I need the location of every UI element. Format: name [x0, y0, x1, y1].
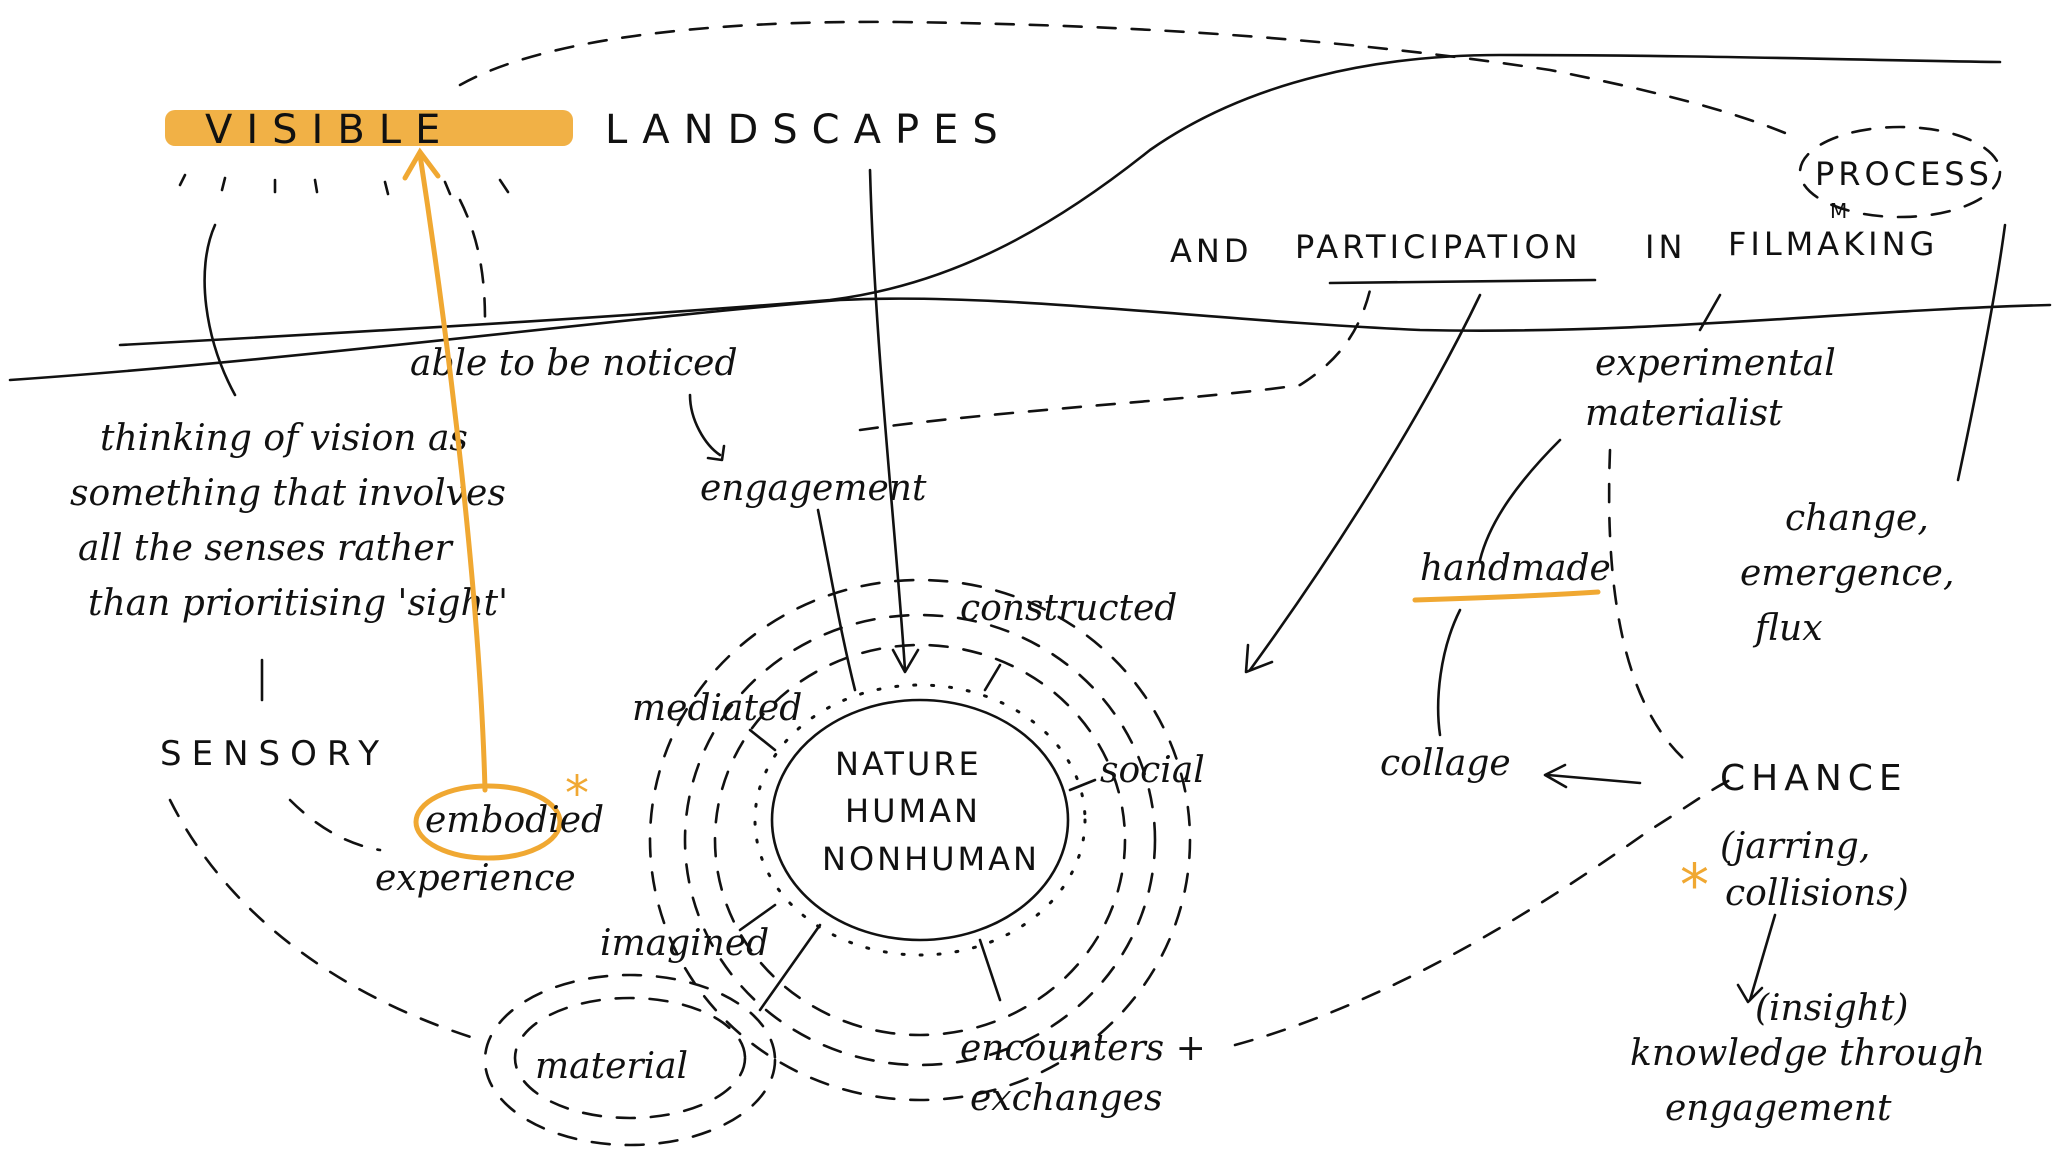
embodied-circle: [413, 783, 563, 861]
experimental-label: experimental: [1595, 343, 1836, 384]
title-landscapes: LANDSCAPES: [605, 107, 1012, 153]
mediated-label: mediated: [632, 688, 802, 729]
embodied-asterisk: *: [565, 766, 589, 822]
landscapes-arrowhead: [891, 648, 920, 674]
handmade-label: handmade: [1420, 548, 1611, 589]
materialist-to-handmade-line: [1478, 438, 1562, 562]
title-visible: VISIBLE: [205, 107, 454, 153]
participation-arrow: [1248, 293, 1482, 672]
horizon-line-upper: [118, 53, 2002, 347]
sensory-dashed-right: [288, 798, 382, 852]
engagement2-label: engagement: [1665, 1088, 1892, 1129]
vision-line-2: something that involves: [70, 473, 506, 514]
encounters-line: [978, 938, 1002, 1002]
collage-label: collage: [1380, 743, 1511, 784]
engagement-to-core-line: [816, 508, 857, 692]
change-line-2: emergence,: [1740, 553, 1954, 594]
embodied-arrowhead: [402, 147, 441, 181]
imagined-label: imagined: [600, 923, 769, 964]
participation-arrowhead: [1244, 643, 1274, 674]
chance-to-knowledge-arrow: [1748, 913, 1777, 1002]
title-participation: PARTICIPATION: [1295, 228, 1582, 266]
noticed-arrowhead: [706, 444, 726, 462]
title-filmmaking: FILMAKING: [1728, 225, 1938, 263]
dashed-arc-top: [458, 20, 1792, 137]
mediated-line: [748, 728, 777, 752]
process-bubble: [1798, 125, 2002, 219]
materialist-to-chance-dashed: [1607, 448, 1687, 762]
embodied-arrow-shaft: [417, 152, 488, 793]
noticed-dashed-connector: [458, 198, 487, 322]
vision-connector: [203, 223, 237, 397]
knowledge-label: knowledge through: [1630, 1033, 1985, 1074]
participation-underline: [1328, 278, 1597, 285]
sensory-label: SENSORY: [160, 734, 389, 774]
title-and: AND: [1170, 232, 1252, 270]
collage-arrowhead: [1543, 763, 1568, 789]
encounters-to-chance-dashed: [1233, 778, 1732, 1047]
visible-rays: [178, 173, 510, 196]
process-to-change-line: [1956, 223, 2007, 482]
constructed-label: constructed: [960, 588, 1177, 629]
handmade-underline: [1412, 589, 1601, 603]
horizon-line-lower: [8, 297, 2052, 382]
vision-line-3: all the senses rather: [78, 528, 454, 569]
core-ring-2: [713, 643, 1127, 1037]
knowledge-arrowhead: [1736, 983, 1764, 1004]
core-nature: NATURE: [835, 745, 982, 783]
note-able-to-be-noticed: able to be noticed: [410, 343, 738, 384]
imagined-line: [738, 903, 777, 932]
handmade-to-collage-line: [1436, 608, 1462, 737]
chance-asterisk: *: [1680, 851, 1709, 919]
filmmaking-to-experimental-line: [1698, 293, 1722, 332]
participation-dashed-connector: [858, 288, 1372, 432]
sensory-dashed-left: [168, 798, 482, 1042]
experience-label: experience: [375, 858, 576, 899]
core-human: HUMAN: [845, 792, 981, 830]
material-bubble-inner: [513, 996, 747, 1120]
landscapes-to-core-arrow: [868, 168, 907, 672]
title-in: IN: [1645, 228, 1686, 266]
core-ring-3: [683, 613, 1157, 1067]
core-circle: [770, 698, 1070, 942]
social-label: social: [1100, 750, 1205, 791]
change-line-3: flux: [1752, 608, 1823, 649]
material-label: material: [535, 1046, 688, 1087]
chance-label: CHANCE: [1720, 758, 1908, 799]
vision-line-4: than prioritising 'sight': [88, 583, 508, 624]
jarring-label: (jarring,: [1720, 826, 1870, 867]
core-ring-dotted: [753, 683, 1087, 957]
social-line: [1068, 778, 1097, 792]
embodied-label: embodied: [425, 800, 604, 841]
material-line: [758, 923, 822, 1012]
core-ring-4: [648, 578, 1192, 1102]
exchanges-label: exchanges: [970, 1078, 1162, 1119]
change-line-1: change,: [1785, 498, 1929, 539]
noticed-to-engagement-arrow: [688, 393, 722, 457]
vision-note: thinking of vision as something that inv…: [70, 418, 508, 624]
process-label: PROCESS: [1815, 155, 1993, 193]
title-filmmaking-insert: M: [1830, 199, 1847, 223]
core-nonhuman: NONHUMAN: [822, 840, 1040, 878]
constructed-line: [983, 663, 1002, 692]
insight-label: (insight): [1755, 988, 1908, 1029]
vision-line-1: thinking of vision as: [100, 418, 468, 459]
chance-to-collage-arrow: [1546, 773, 1642, 785]
materialist-label: materialist: [1585, 393, 1783, 434]
collisions-label: collisions): [1725, 873, 1909, 914]
encounters-label: encounters +: [960, 1028, 1206, 1069]
visible-highlight: [165, 110, 573, 146]
material-bubble-outer: [483, 973, 777, 1147]
